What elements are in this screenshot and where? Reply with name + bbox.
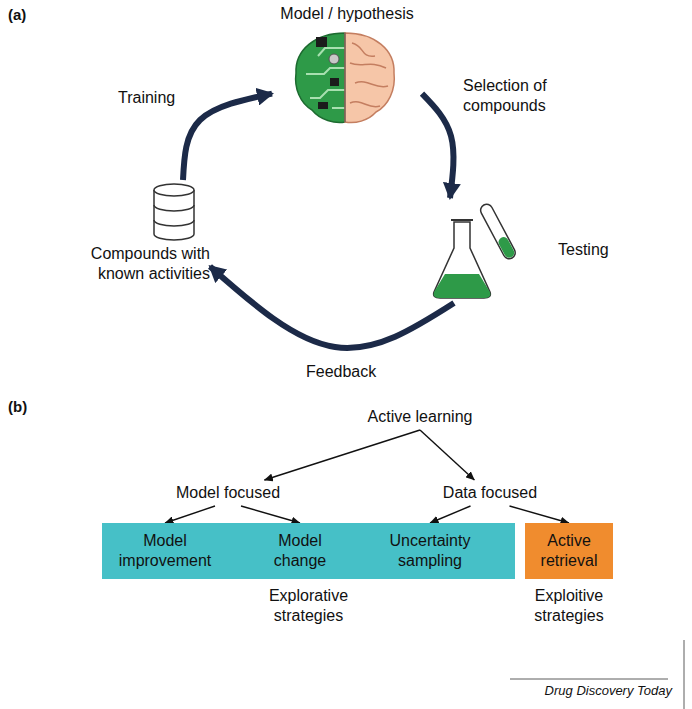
node-text: Active learning xyxy=(355,407,485,427)
tree-arrow xyxy=(420,430,474,480)
node-caption: Exploitive strategies xyxy=(514,586,624,626)
branch-label: Data focused xyxy=(425,480,555,506)
branch-label: Model focused xyxy=(163,480,293,506)
tree-arrow xyxy=(510,506,570,523)
node-text: Model / hypothesis xyxy=(272,4,422,24)
node-text: Model focused xyxy=(163,483,293,503)
data-store-node: Compounds with known activities xyxy=(30,180,210,288)
database-icon xyxy=(154,184,194,240)
node-text: Model improvement xyxy=(111,531,219,571)
panel-label: (a) xyxy=(8,6,26,25)
node-text: Data focused xyxy=(425,483,555,503)
root-label: Active learning xyxy=(355,404,485,430)
cycle-arrow xyxy=(422,94,453,198)
tree-arrow xyxy=(430,506,471,523)
strategy-item: Model improvement xyxy=(111,523,219,579)
node-text: Active retrieval xyxy=(525,531,613,571)
tree-arrow xyxy=(264,430,420,480)
tree-arrow xyxy=(241,506,300,523)
edge-label: Feedback xyxy=(306,362,376,382)
testing-node: Testing xyxy=(430,198,630,303)
edge-label: Training xyxy=(118,88,175,108)
node-text: Compounds with known activities xyxy=(75,244,210,284)
node-text: Explorative strategies xyxy=(249,586,369,626)
flask-icon xyxy=(434,202,518,298)
edge-label: Selection of compounds xyxy=(463,76,563,116)
node-text: Testing xyxy=(558,240,609,260)
model-node: Model / hypothesis xyxy=(272,4,422,132)
brain-chip-icon xyxy=(296,33,395,123)
strategy-item: Model change xyxy=(260,523,340,579)
strategy-item: Uncertainty sampling xyxy=(380,523,480,579)
explorative-band: Model improvement Model change Uncertainty… xyxy=(102,523,515,579)
tree-arrow xyxy=(165,506,215,523)
cycle-arrow xyxy=(210,266,454,348)
exploitive-box: Active retrievalExploitive strategies xyxy=(525,523,613,579)
panel-label: (b) xyxy=(8,398,27,417)
frame-line xyxy=(684,640,685,709)
cycle-arrow xyxy=(183,94,272,180)
node-text: Uncertainty sampling xyxy=(380,531,480,571)
node-text: Model change xyxy=(260,531,340,571)
journal-credit: Drug Discovery Today xyxy=(512,683,672,699)
rule-line xyxy=(510,679,668,680)
